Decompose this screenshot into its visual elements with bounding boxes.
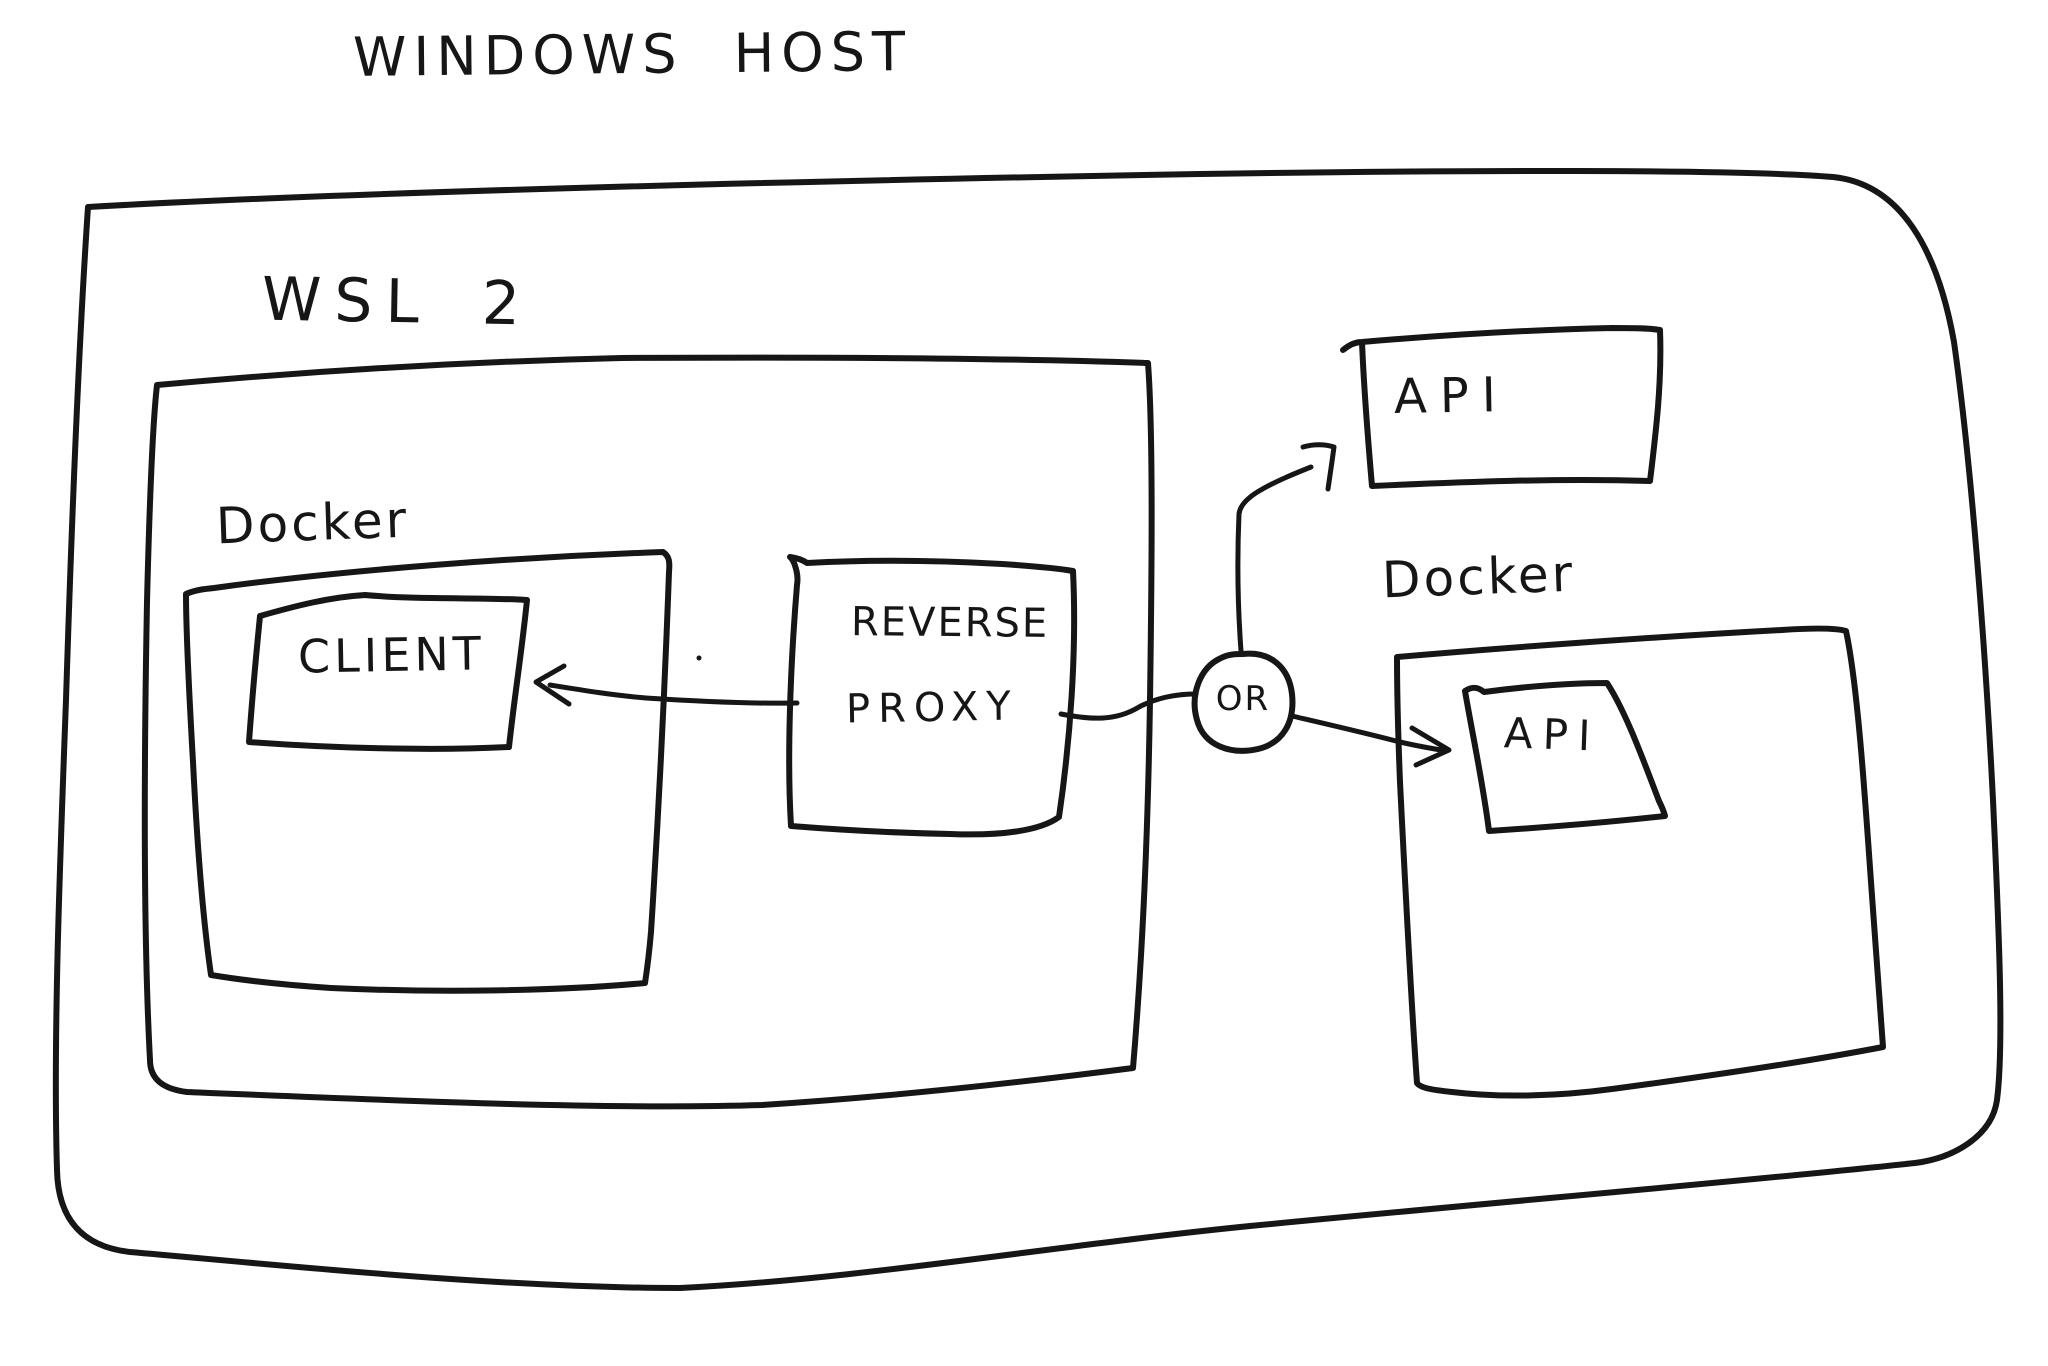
reverse-proxy-label-line1: REVERSE [850,599,1050,647]
windows-host-title: WINDOWS HOST [352,20,913,89]
docker-box-right [1397,629,1883,1096]
arrow-proxy-to-client-head [536,666,569,704]
line-proxy-to-or [1061,694,1196,718]
arrow-or-to-docker-api-head [1412,728,1449,765]
api-docker-label: API [1503,708,1602,761]
api-host-label: API [1393,367,1510,425]
windows-host-box [56,171,2001,1288]
wsl2-box [145,358,1152,1107]
arrow-or-to-docker-api [1292,716,1441,750]
or-circle [1195,654,1293,751]
client-box [249,595,527,749]
docker-box-left [186,552,669,991]
docker-left-label: Docker [215,490,411,556]
arrow-proxy-to-client [550,685,797,703]
stray-ink-dot [696,655,702,661]
reverse-proxy-label-line2: PROXY [845,683,1020,733]
api-box-docker [1465,683,1665,831]
arrow-or-to-host-api-head [1303,445,1334,489]
wsl2-label: WSL 2 [261,264,534,340]
api-box-host [1343,328,1660,486]
docker-right-label: Docker [1381,544,1577,610]
or-label: OR [1215,679,1271,719]
arrow-or-to-host-api [1238,467,1311,651]
client-label: CLIENT [297,626,486,684]
